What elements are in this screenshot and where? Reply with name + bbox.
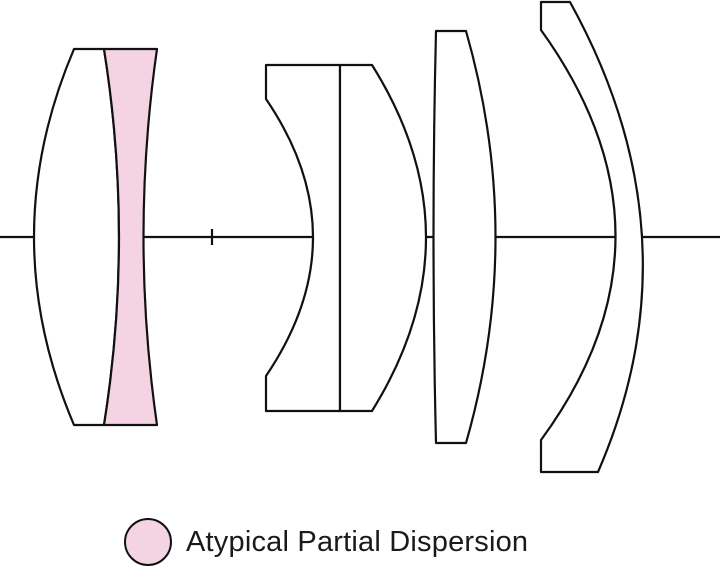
lens-element-1 xyxy=(32,47,121,427)
lens-element-2-special xyxy=(102,47,159,427)
lens-element-5 xyxy=(432,29,497,445)
lens-element-3 xyxy=(264,63,342,413)
legend-label: Atypical Partial Dispersion xyxy=(186,525,529,558)
lens-element-6 xyxy=(539,0,644,474)
lens-element-4 xyxy=(338,63,428,413)
legend: Atypical Partial Dispersion xyxy=(124,516,528,568)
legend-swatch xyxy=(124,518,172,566)
